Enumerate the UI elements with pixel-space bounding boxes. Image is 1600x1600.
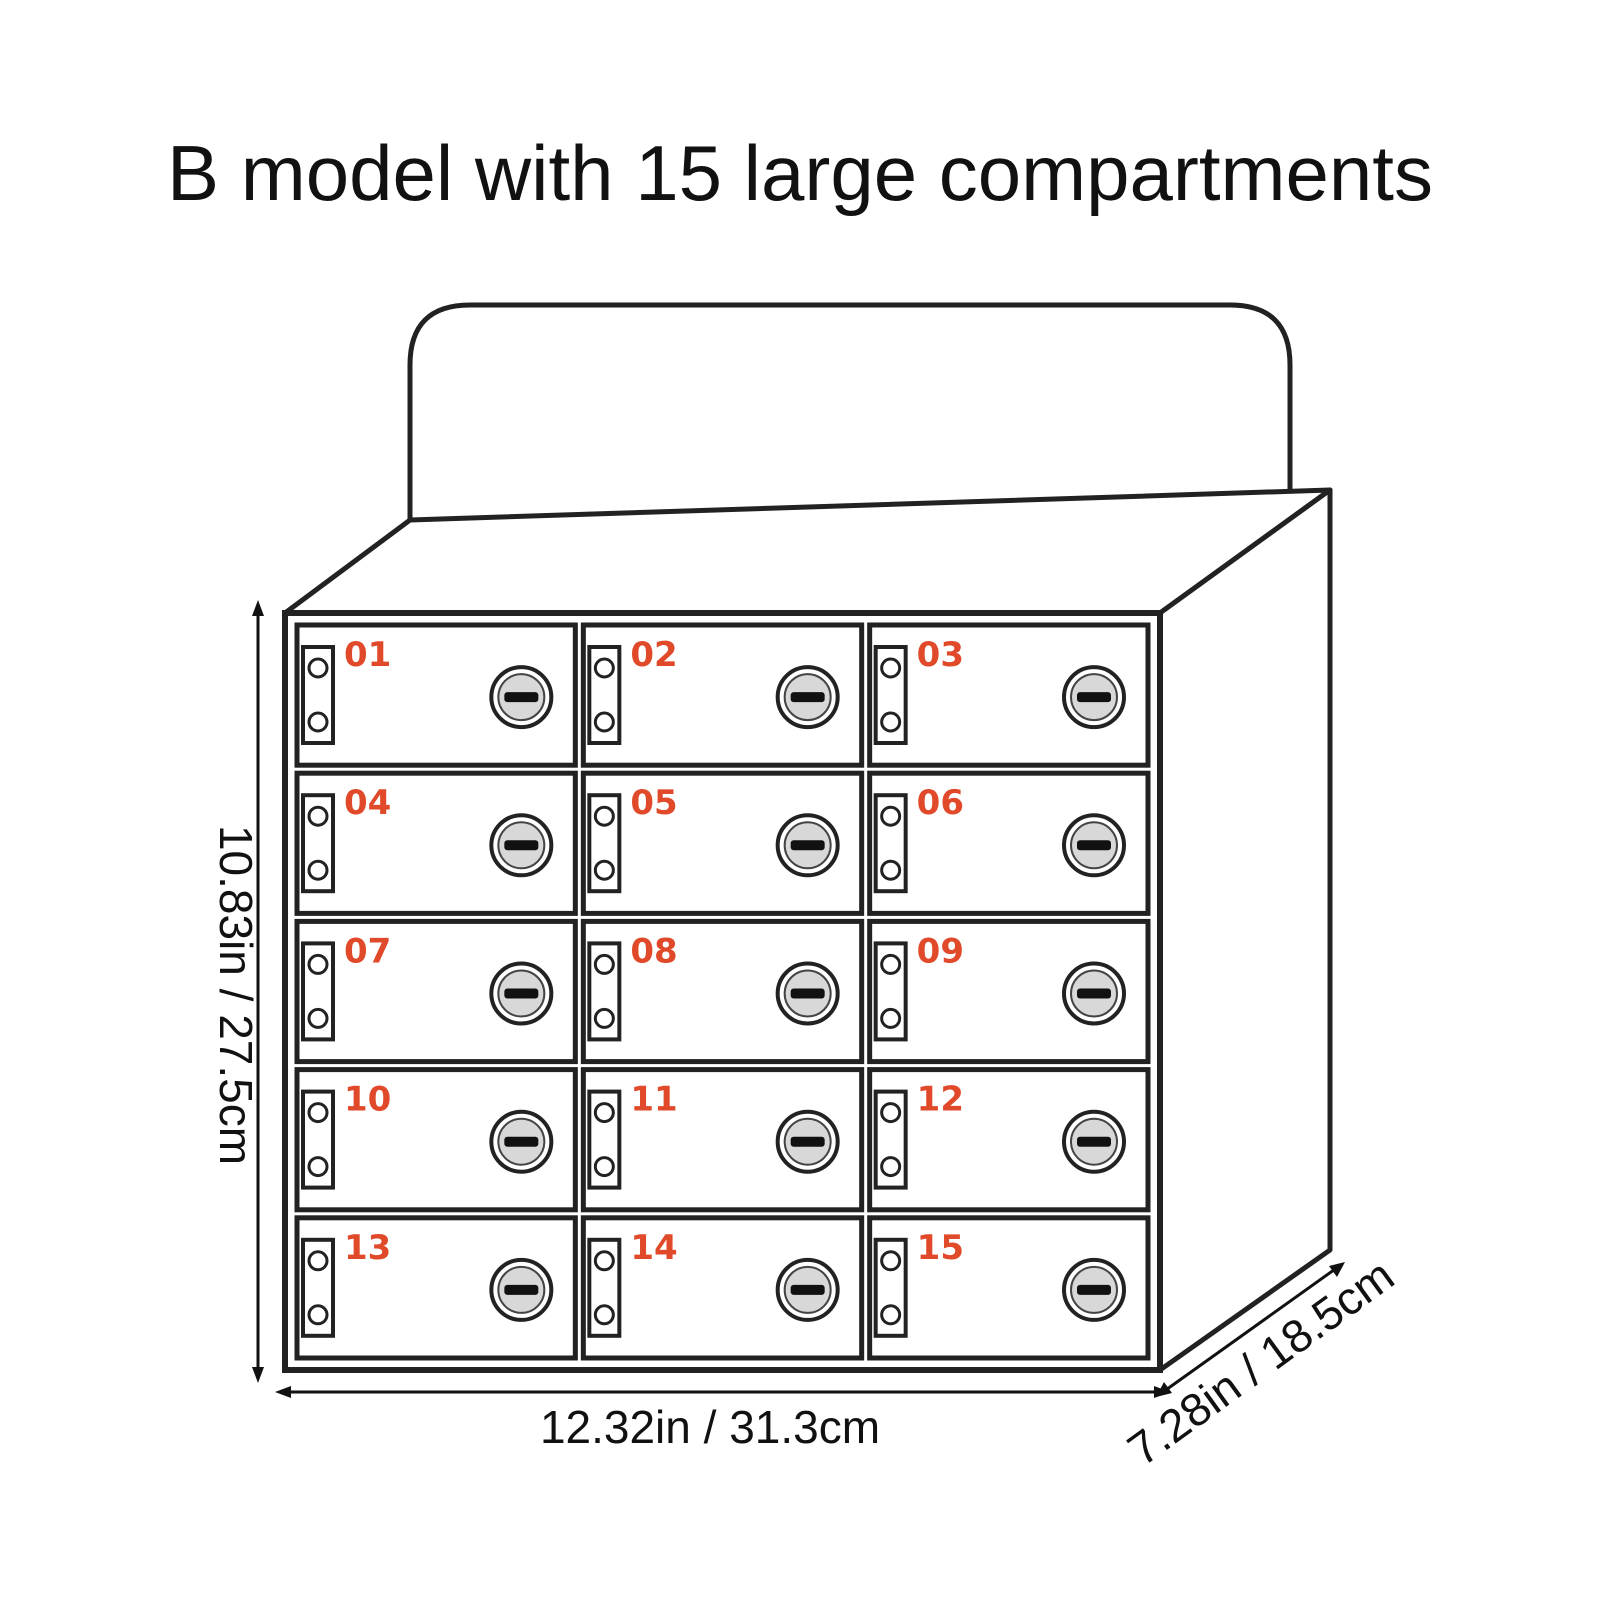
key-lock-icon[interactable] <box>489 1109 554 1174</box>
hinge-icon <box>587 941 622 1042</box>
hinge-icon <box>587 793 622 894</box>
page-title: B model with 15 large compartments <box>167 129 1433 217</box>
compartment-number: 01 <box>344 635 391 675</box>
key-lock-icon[interactable] <box>775 1257 840 1322</box>
compartment-number: 15 <box>917 1228 964 1268</box>
key-lock-icon[interactable] <box>489 961 554 1026</box>
key-lock-icon[interactable] <box>775 961 840 1026</box>
hinge-icon <box>587 645 622 745</box>
compartment-number: 07 <box>344 931 391 971</box>
compartment-number: 11 <box>630 1080 677 1120</box>
key-lock-icon[interactable] <box>1062 961 1126 1026</box>
compartment-door[interactable]: 11 <box>580 1067 865 1213</box>
compartment-door[interactable]: 12 <box>867 1067 1151 1213</box>
key-lock-icon[interactable] <box>1062 813 1126 878</box>
compartment-door[interactable]: 14 <box>580 1215 865 1361</box>
width-dimension: 12.32in / 31.3cm <box>275 1386 1170 1453</box>
compartment-number: 09 <box>917 931 964 971</box>
key-lock-icon[interactable] <box>1062 665 1126 730</box>
back-panel <box>407 302 1293 520</box>
compartment-door[interactable]: 04 <box>294 770 578 916</box>
compartment-door[interactable]: 06 <box>867 770 1151 916</box>
hinge-icon <box>301 793 335 894</box>
compartment-number: 14 <box>630 1228 677 1268</box>
hinge-icon <box>873 1089 908 1190</box>
compartment-door[interactable]: 15 <box>867 1215 1151 1361</box>
compartment-door[interactable]: 13 <box>294 1215 578 1361</box>
hinge-icon <box>873 1237 908 1338</box>
key-lock-icon[interactable] <box>1062 1109 1126 1174</box>
top-face <box>282 487 1333 616</box>
hinge-icon <box>873 645 908 745</box>
key-lock-icon[interactable] <box>775 813 840 878</box>
height-dimension: 10.83in / 27.5cm <box>210 600 264 1383</box>
key-lock-icon[interactable] <box>775 665 840 730</box>
compartment-door[interactable]: 05 <box>580 770 865 916</box>
hinge-icon <box>587 1089 622 1190</box>
compartment-door[interactable]: 07 <box>294 918 578 1065</box>
compartment-number: 13 <box>344 1228 391 1268</box>
compartment-number: 08 <box>630 931 677 971</box>
compartment-door[interactable]: 10 <box>294 1067 578 1213</box>
compartment-number: 12 <box>917 1080 964 1120</box>
height-label: 10.83in / 27.5cm <box>210 825 262 1165</box>
hinge-icon <box>873 793 908 894</box>
compartment-number: 10 <box>344 1080 391 1120</box>
hinge-icon <box>873 941 908 1042</box>
compartment-grid: 01 02 03 04 05 06 07 08 09 10 11 12 13 14 15 <box>294 622 1151 1361</box>
compartment-number: 05 <box>630 783 677 823</box>
hinge-icon <box>301 1089 335 1190</box>
compartment-door[interactable]: 09 <box>867 918 1151 1065</box>
compartment-number: 04 <box>344 783 391 823</box>
compartment-number: 02 <box>630 635 677 675</box>
key-lock-icon[interactable] <box>489 813 554 878</box>
compartment-number: 06 <box>917 783 964 823</box>
hinge-icon <box>301 645 335 745</box>
hinge-icon <box>301 1237 335 1338</box>
key-lock-icon[interactable] <box>489 1257 554 1322</box>
width-label: 12.32in / 31.3cm <box>540 1401 880 1453</box>
compartment-door[interactable]: 03 <box>867 622 1151 768</box>
side-face <box>1157 487 1333 1373</box>
compartment-door[interactable]: 08 <box>580 918 865 1065</box>
hinge-icon <box>301 941 335 1042</box>
compartment-number: 03 <box>917 635 964 675</box>
key-lock-icon[interactable] <box>489 665 554 730</box>
compartment-door[interactable]: 01 <box>294 622 578 768</box>
hinge-icon <box>587 1237 622 1338</box>
key-lock-icon[interactable] <box>775 1109 840 1174</box>
key-lock-icon[interactable] <box>1062 1257 1126 1322</box>
compartment-door[interactable]: 02 <box>580 622 865 768</box>
